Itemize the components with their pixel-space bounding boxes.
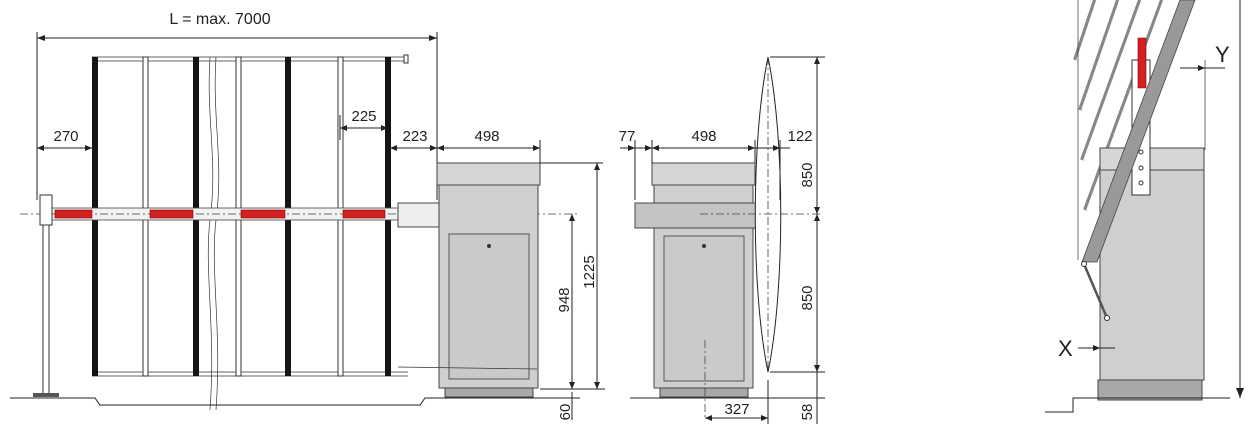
front-view: L = max. 7000 (10, 11, 605, 420)
boom-profile (754, 56, 782, 373)
svg-text:850: 850 (799, 162, 816, 187)
dim-58: 58 (790, 372, 825, 424)
svg-text:948: 948 (556, 287, 573, 312)
dim-850-bottom: 850 (770, 214, 825, 373)
dim-225: 225 (339, 108, 388, 140)
dim-122: 122 (755, 128, 813, 200)
dim-77: 77 (619, 128, 652, 200)
dim-327: 327 (705, 380, 769, 424)
svg-text:498: 498 (691, 128, 716, 145)
boom-support-post (33, 194, 59, 397)
dim-498-side: 498 (651, 128, 756, 163)
dim-y: Y (1180, 42, 1230, 71)
side-view: 77 498 122 850 850 (619, 56, 825, 424)
overall-length-label: L = max. 7000 (169, 11, 270, 28)
svg-text:1225: 1225 (581, 255, 598, 288)
svg-text:58: 58 (799, 404, 816, 421)
svg-text:77: 77 (619, 128, 636, 145)
svg-text:223: 223 (402, 128, 427, 145)
dim-x: X (1058, 336, 1115, 361)
svg-text:327: 327 (724, 401, 749, 418)
barrier-housing-front (397, 162, 541, 398)
dim-850-top: 850 (770, 56, 825, 214)
dim-1225: 1225 (540, 162, 603, 389)
svg-text:122: 122 (787, 128, 812, 145)
dim-498-front: 498 (437, 128, 541, 163)
svg-text:60: 60 (557, 404, 574, 421)
dim-60: 60 (540, 392, 580, 420)
dim-223: 223 (390, 128, 437, 151)
dim-948: 948 (540, 214, 605, 390)
svg-text:225: 225 (351, 108, 376, 125)
label-y: Y (1215, 42, 1230, 67)
svg-text:850: 850 (799, 285, 816, 310)
boom-raised (1081, 0, 1196, 263)
svg-text:498: 498 (474, 128, 499, 145)
label-x: X (1058, 336, 1073, 361)
overall-length-dimension: L = max. 7000 (36, 11, 438, 200)
svg-text:270: 270 (53, 128, 78, 145)
dim-270: 270 (37, 128, 92, 151)
detail-view: Y X (1045, 0, 1244, 413)
ground-step (1045, 397, 1230, 413)
